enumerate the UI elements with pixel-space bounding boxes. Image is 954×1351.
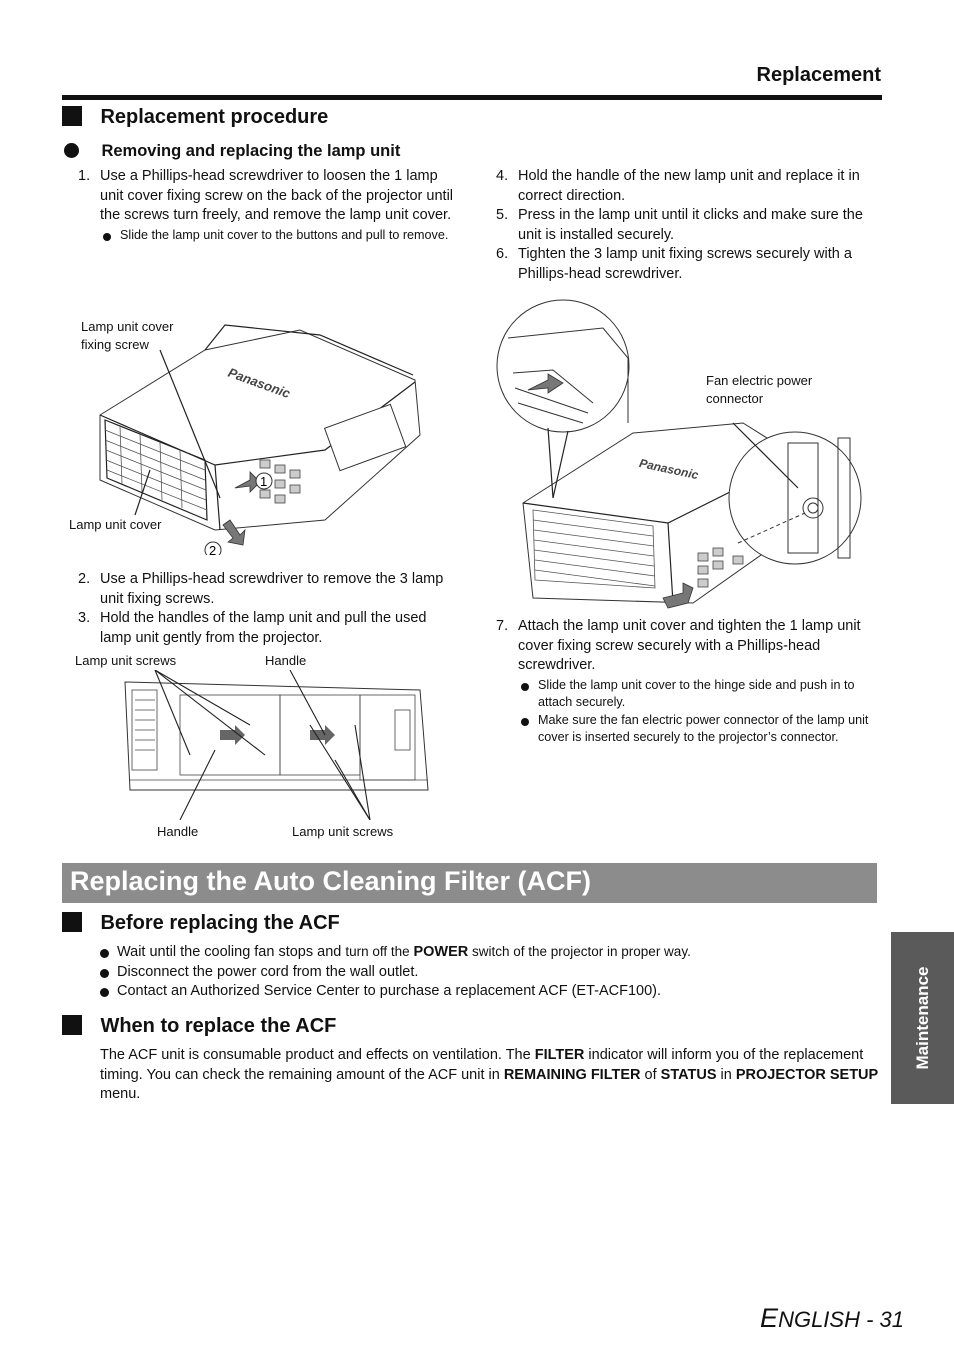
- item-text-small: switch of the projector in proper way.: [468, 944, 691, 959]
- footer-text: NGLISH - 31: [778, 1307, 904, 1332]
- step-text: Use a Phillips-head screwdriver to remov…: [100, 571, 444, 607]
- step-number: 1.: [78, 168, 91, 184]
- footer-cap: E: [760, 1303, 779, 1333]
- label-cover-screw: Lamp unit cover fixing screw: [81, 318, 174, 354]
- section-banner: Replacing the Auto Cleaning Filter (ACF): [62, 863, 877, 903]
- step-text: Hold the handle of the new lamp unit and…: [518, 168, 860, 204]
- section-heading-replacement: Replacement procedure: [62, 106, 328, 129]
- before-list: Wait until the cooling fan stops and tur…: [100, 943, 880, 1002]
- step-2: 2. Use a Phillips-head screwdriver to re…: [78, 570, 460, 609]
- side-tab-maintenance: Maintenance: [891, 932, 954, 1104]
- note-text: Slide the lamp unit cover to the hinge s…: [538, 677, 855, 710]
- step-5: 5. Press in the lamp unit until it click…: [496, 206, 878, 245]
- marker-1: 1: [260, 474, 267, 489]
- note-text: Slide the lamp unit cover to the buttons…: [120, 227, 449, 242]
- note-text: Make sure the fan electric power connect…: [538, 712, 869, 745]
- lamp-unit-illustration: [124, 670, 429, 820]
- step-note: Make sure the fan electric power connect…: [518, 712, 878, 747]
- text: indicator will inform you of the replace…: [100, 1047, 864, 1083]
- subheading-lamp: Removing and replacing the lamp unit: [62, 142, 400, 161]
- when-paragraph: The ACF unit is consumable product and e…: [100, 1046, 880, 1105]
- step-number: 7.: [496, 618, 509, 634]
- text: The ACF unit is consumable product and e…: [100, 1047, 535, 1063]
- label-line: Fan electric power: [706, 373, 813, 388]
- text: menu.: [100, 1086, 141, 1102]
- step-note: Slide the lamp unit cover to the hinge s…: [518, 677, 878, 712]
- step-number: 2.: [78, 571, 91, 587]
- square-bullet-icon: [62, 912, 82, 932]
- item-text: Disconnect the power cord from the wall …: [117, 963, 419, 980]
- label-line: Lamp unit cover: [81, 319, 174, 334]
- bold-text: PROJECTOR SETUP: [735, 1066, 879, 1083]
- label-line: connector: [706, 391, 764, 406]
- step-7: 7. Attach the lamp unit cover and tighte…: [496, 617, 878, 747]
- label-fan-connector: Fan electric power connector: [706, 372, 812, 408]
- steps-2-3: 2. Use a Phillips-head screwdriver to re…: [78, 570, 460, 648]
- item-text: Contact an Authorized Service Center to …: [117, 983, 662, 999]
- header-rule: [62, 95, 882, 100]
- step-text: Use a Phillips-head screwdriver to loose…: [100, 168, 454, 223]
- heading-text: When to replace the ACF: [100, 1015, 337, 1037]
- step-number: 5.: [496, 207, 509, 223]
- step-number: 4.: [496, 168, 509, 184]
- label-cover: Lamp unit cover: [69, 517, 162, 532]
- label-screws-bottom: Lamp unit screws: [292, 824, 394, 839]
- page-footer: ENGLISH - 31: [760, 1303, 904, 1334]
- step-number: 6.: [496, 246, 509, 262]
- square-bullet-icon: [62, 1015, 82, 1035]
- circle-bullet-icon: [64, 143, 79, 158]
- steps-4-6: 4. Hold the handle of the new lamp unit …: [496, 167, 878, 284]
- power-bold: POWER: [413, 944, 469, 960]
- label-screws-top: Lamp unit screws: [75, 653, 177, 668]
- projector-illustration-2: Panasonic: [496, 299, 862, 609]
- label-line: fixing screw: [81, 337, 149, 352]
- step-6: 6. Tighten the 3 lamp unit fixing screws…: [496, 245, 878, 284]
- text: in: [716, 1066, 736, 1083]
- bold-text: FILTER: [534, 1047, 585, 1063]
- heading-text: Before replacing the ACF: [100, 912, 340, 934]
- step-note: Slide the lamp unit cover to the buttons…: [100, 227, 455, 245]
- bold-text: STATUS: [660, 1066, 717, 1083]
- banner-title: Replacing the Auto Cleaning Filter (ACF): [70, 866, 592, 896]
- step-number: 3.: [78, 610, 91, 626]
- page-section-title: Replacement: [756, 64, 882, 86]
- label-handle-top: Handle: [265, 653, 307, 668]
- before-item-2: Disconnect the power cord from the wall …: [97, 963, 880, 983]
- before-item-1: Wait until the cooling fan stops and tur…: [97, 943, 880, 963]
- step-text: Press in the lamp unit until it clicks a…: [518, 207, 863, 243]
- text: of: [640, 1066, 661, 1083]
- step-text: Tighten the 3 lamp unit fixing screws se…: [518, 246, 852, 282]
- subheading-text: Removing and replacing the lamp unit: [101, 142, 401, 160]
- item-text-small: turn off the: [345, 944, 414, 959]
- bold-text: REMAINING FILTER: [503, 1066, 641, 1083]
- square-bullet-icon: [62, 106, 82, 126]
- heading-text: Replacement procedure: [100, 106, 329, 128]
- step-text: Attach the lamp unit cover and tighten t…: [518, 618, 861, 673]
- step-4: 4. Hold the handle of the new lamp unit …: [496, 167, 878, 206]
- projector-illustration-1: Panasonic 1 2: [99, 324, 421, 555]
- side-tab-label: Maintenance: [912, 966, 932, 1070]
- label-handle-bottom: Handle: [157, 824, 199, 839]
- marker-2: 2: [209, 543, 216, 555]
- section-heading-when: When to replace the ACF: [62, 1015, 336, 1038]
- before-item-3: Contact an Authorized Service Center to …: [97, 982, 880, 1002]
- step-text: Hold the handles of the lamp unit and pu…: [100, 610, 427, 646]
- item-text: Wait until the cooling fan stops and: [117, 944, 346, 960]
- step-3: 3. Hold the handles of the lamp unit and…: [78, 609, 460, 648]
- step-1: 1. Use a Phillips-head screwdriver to lo…: [78, 167, 455, 245]
- section-heading-before: Before replacing the ACF: [62, 912, 340, 935]
